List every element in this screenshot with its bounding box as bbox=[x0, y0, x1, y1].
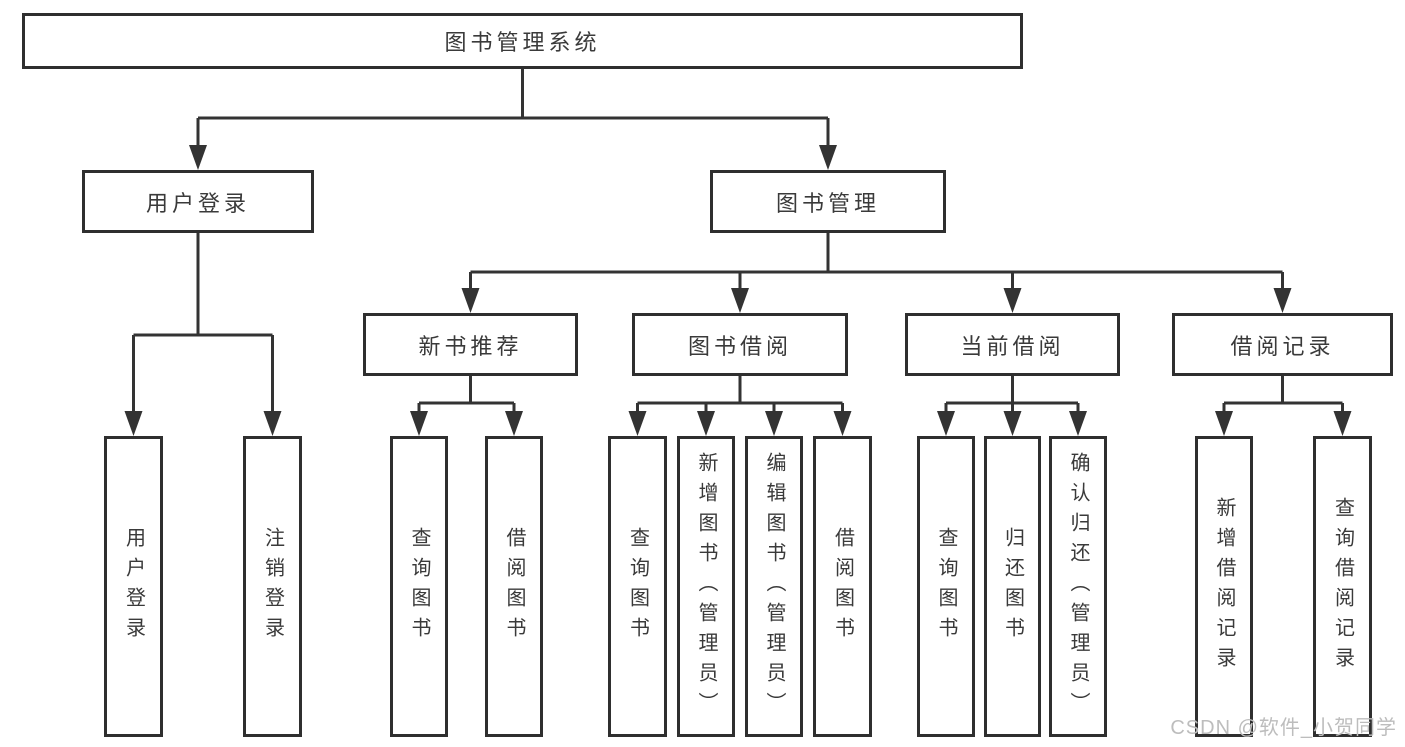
edge-user-login-to-leaves bbox=[132, 233, 274, 426]
node-user-login: 用户登录 bbox=[82, 170, 314, 233]
node-current-borrow: 当前借阅 bbox=[905, 313, 1120, 376]
node-label: 编辑图书（管理员） bbox=[763, 451, 785, 722]
node-label: 新书推荐 bbox=[418, 333, 523, 359]
node-label: 借阅图书 bbox=[503, 526, 525, 647]
node-label: 图书管理 bbox=[775, 190, 880, 216]
leaf-bb-add-book: 新增图书（管理员） bbox=[677, 436, 735, 737]
node-book-borrow: 图书借阅 bbox=[632, 313, 848, 376]
leaf-bb-edit-book: 编辑图书（管理员） bbox=[745, 436, 803, 737]
leaf-logout: 注销登录 bbox=[243, 436, 302, 737]
leaf-br-query-record: 查询借阅记录 bbox=[1313, 436, 1372, 737]
node-label: 查询图书 bbox=[408, 526, 430, 647]
edge-current-borrow-to-leaves bbox=[944, 376, 1080, 426]
edge-borrow-record-to-leaves bbox=[1222, 376, 1344, 426]
csdn-watermark: CSDN @软件_小贺同学 bbox=[1170, 717, 1397, 739]
node-label: 新增借阅记录 bbox=[1213, 496, 1235, 677]
edge-new-book-rec-to-leaves bbox=[417, 376, 516, 426]
node-label: 当前借阅 bbox=[960, 333, 1065, 359]
node-label: 归还图书 bbox=[1001, 526, 1024, 647]
leaf-cb-return-book: 归还图书 bbox=[984, 436, 1041, 737]
edge-book-mgmt-to-level3 bbox=[469, 233, 1284, 303]
node-label: 借阅图书 bbox=[831, 526, 854, 647]
leaf-cb-confirm-return: 确认归还（管理员） bbox=[1049, 436, 1107, 737]
node-label: 注销登录 bbox=[261, 526, 284, 647]
node-system-root: 图书管理系统 bbox=[22, 13, 1023, 69]
node-label: 查询图书 bbox=[935, 526, 957, 647]
node-label: 用户登录 bbox=[122, 526, 145, 647]
node-label: 用户登录 bbox=[145, 190, 250, 216]
node-label: 确认归还（管理员） bbox=[1067, 451, 1089, 722]
leaf-bb-query-book: 查询图书 bbox=[608, 436, 667, 737]
node-label: 查询图书 bbox=[626, 526, 649, 647]
node-label: 图书借阅 bbox=[687, 333, 792, 359]
node-label: 图书管理系统 bbox=[444, 30, 601, 55]
leaf-nbr-query-book: 查询图书 bbox=[390, 436, 448, 737]
node-label: 借阅记录 bbox=[1230, 333, 1335, 359]
node-label: 新增图书（管理员） bbox=[695, 451, 717, 722]
node-new-book-recommend: 新书推荐 bbox=[363, 313, 578, 376]
node-borrow-record: 借阅记录 bbox=[1172, 313, 1393, 376]
edge-book-borrow-to-leaves bbox=[636, 376, 844, 426]
node-label: 查询借阅记录 bbox=[1331, 496, 1354, 677]
edge-root-to-level2 bbox=[196, 69, 830, 160]
node-book-management: 图书管理 bbox=[710, 170, 946, 233]
leaf-cb-query-book: 查询图书 bbox=[917, 436, 975, 737]
leaf-nbr-borrow-book: 借阅图书 bbox=[485, 436, 543, 737]
leaf-user-login: 用户登录 bbox=[104, 436, 163, 737]
leaf-br-add-record: 新增借阅记录 bbox=[1195, 436, 1253, 737]
leaf-bb-borrow-book: 借阅图书 bbox=[813, 436, 872, 737]
